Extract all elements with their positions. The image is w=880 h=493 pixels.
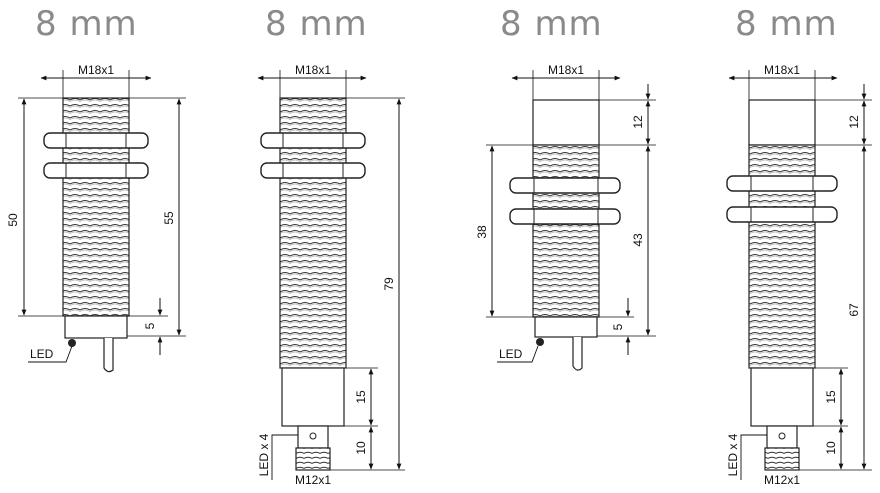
sensor-2-nut-upper	[260, 132, 366, 149]
sensor-3-led-label: LED	[499, 347, 523, 361]
sensor-1-led-icon	[68, 339, 76, 347]
sensor-2-led-icon	[309, 432, 317, 440]
sensor-1-nut-upper	[43, 132, 149, 149]
sensor-2-led-label: LED x 4	[257, 433, 271, 476]
sensor-4-dim-total: 67	[847, 303, 861, 317]
sensor-4-title: 8 mm	[735, 4, 838, 44]
sensor-2-drawing: M18x1 M12x1 LED x 4 79 15 10	[257, 63, 405, 487]
sensor-4-connector-label: M12x1	[764, 473, 800, 487]
sensor-4-dim-body: 15	[824, 390, 838, 404]
sensor-1-nut-lower	[43, 162, 149, 179]
sensor-3-dim-right: 43	[631, 233, 645, 247]
sensor-4-nut-lower	[726, 206, 838, 223]
sensor-2-connector-label: M12x1	[295, 473, 331, 487]
sensor-2-dim-total: 79	[382, 277, 396, 291]
sensor-1-dim-right: 55	[162, 211, 176, 225]
sensor-3-dim-small: 5	[611, 323, 625, 330]
sensor-3-nut-lower	[509, 208, 621, 225]
sensor-3-dim-left: 38	[475, 225, 489, 239]
sensor-4-thread-label: M18x1	[764, 63, 800, 77]
sensor-2-nut-lower	[260, 162, 366, 179]
sensor-3-led-icon	[536, 338, 544, 346]
sensor-2-thread-label: M18x1	[295, 63, 331, 77]
sensor-1-title: 8 mm	[35, 4, 138, 44]
sensor-1-led-label: LED	[30, 347, 54, 361]
sensor-2-title: 8 mm	[265, 4, 368, 44]
sensor-2-dim-conn: 10	[354, 441, 368, 455]
sensor-4-led-label: LED x 4	[726, 433, 740, 476]
sensor-2-dim-body: 15	[354, 390, 368, 404]
sensor-4-dim-top: 12	[847, 115, 861, 129]
sensor-3-drawing: M18x1 LED 12 38 43	[475, 63, 656, 371]
sensor-4-nut-upper	[726, 175, 838, 192]
sensor-3-title: 8 mm	[500, 4, 603, 44]
sensor-1-dim-left: 50	[6, 213, 20, 227]
sensor-3-dim-top: 12	[631, 115, 645, 129]
sensor-1-thread-label: M18x1	[78, 63, 114, 77]
sensor-4-led-icon	[778, 432, 786, 440]
sensor-4-dim-conn: 10	[824, 441, 838, 455]
sensor-3-thread-label: M18x1	[548, 63, 584, 77]
sensor-3-nut-upper	[509, 177, 621, 194]
sensor-1-dim-small: 5	[143, 322, 157, 329]
sensor-4-drawing: M18x1 M12x1 LED x 4 12 67 15	[726, 63, 872, 487]
sensor-1-drawing: M18x1 LED 50 55 5	[6, 63, 186, 373]
